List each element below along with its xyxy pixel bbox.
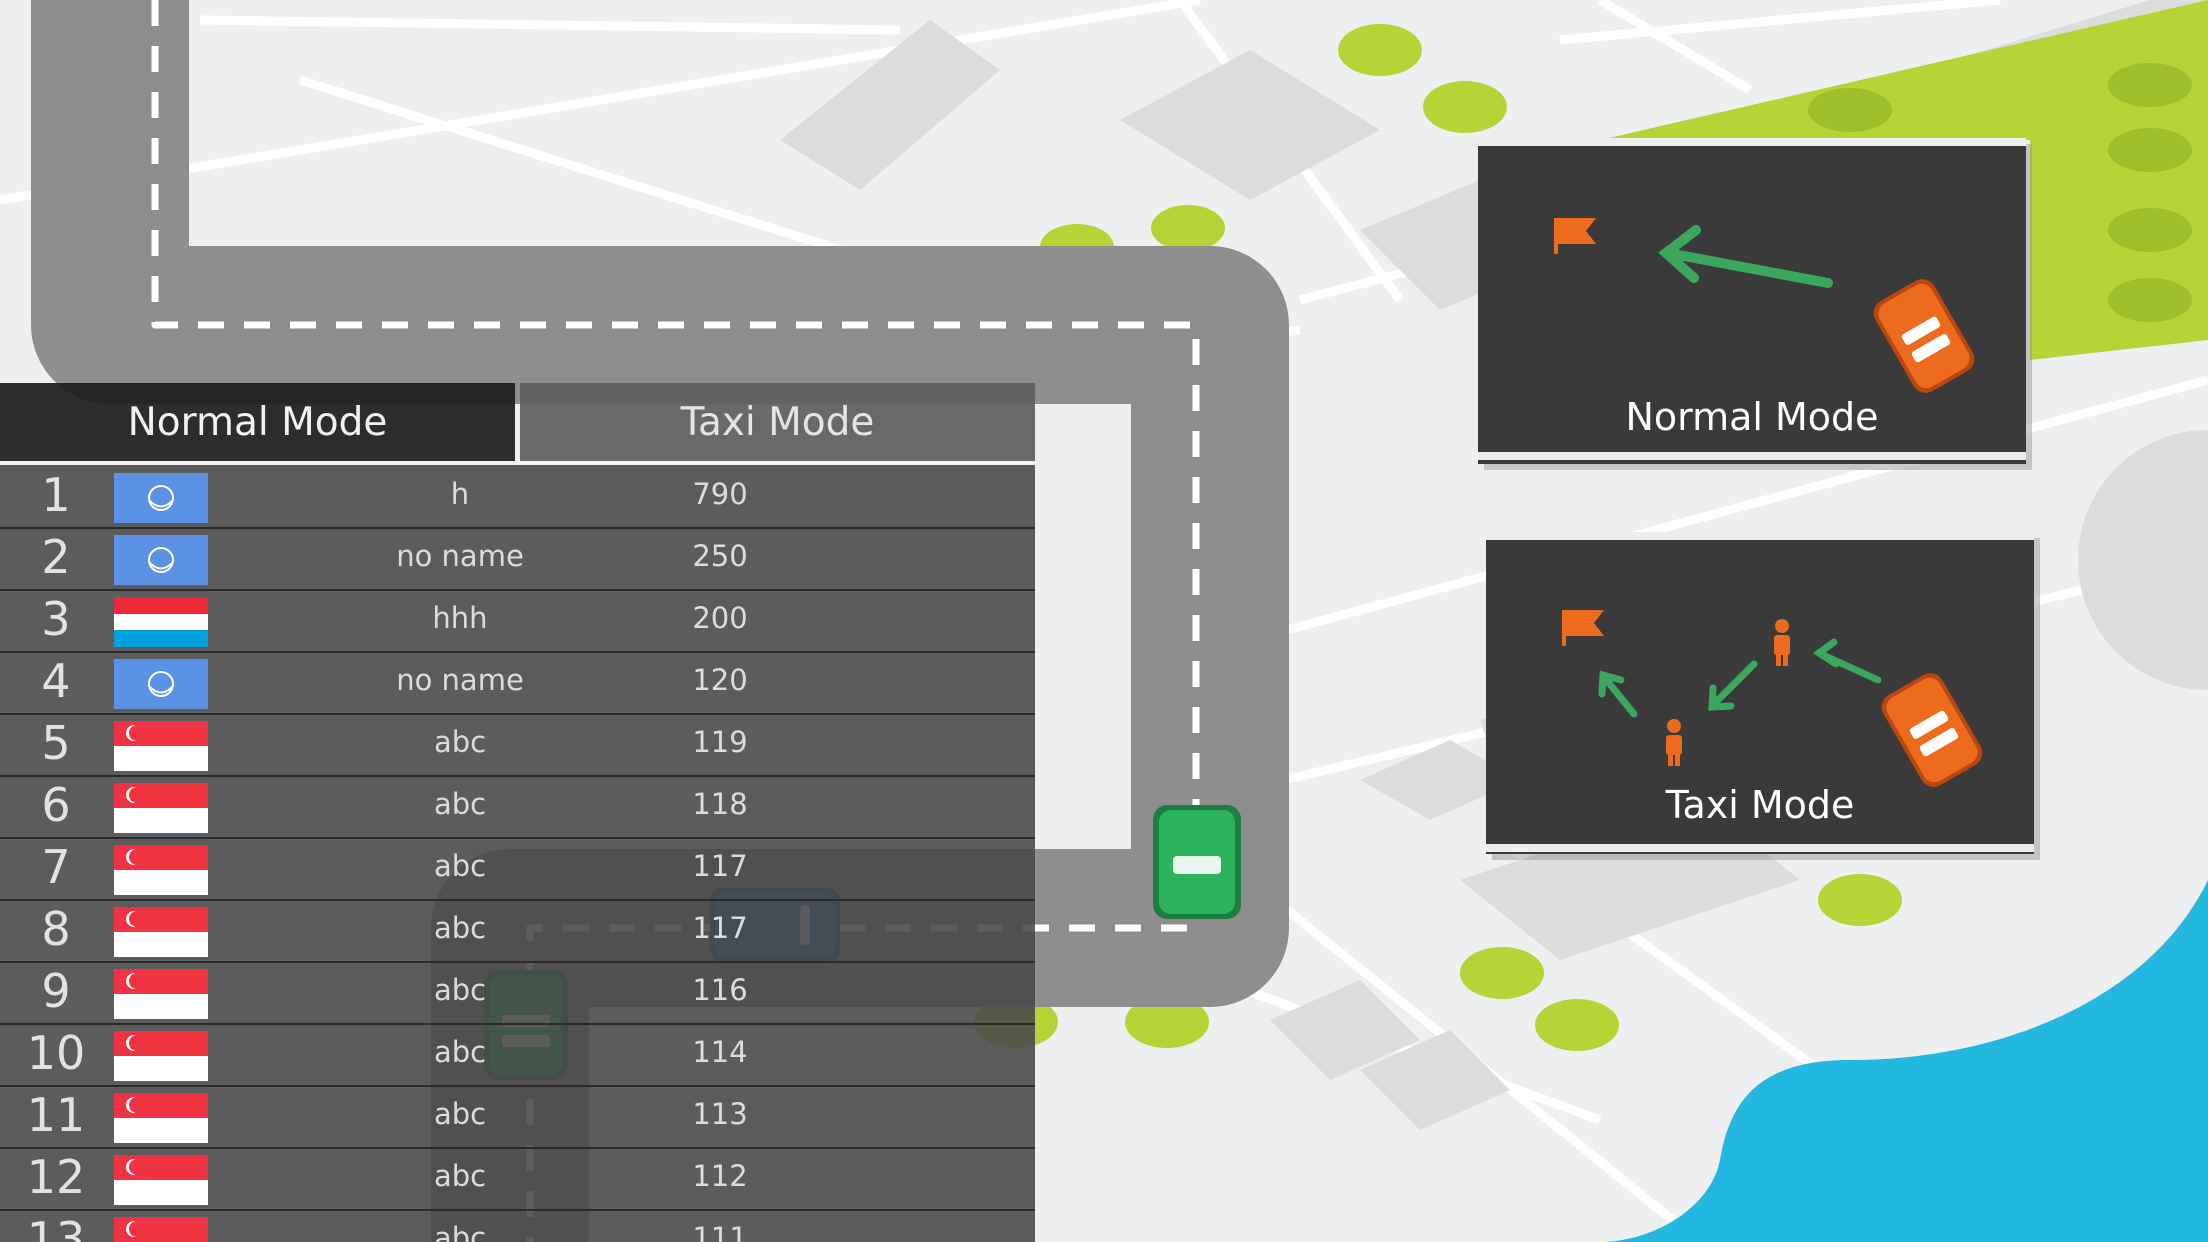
rank-number: 12 xyxy=(26,1150,86,1204)
flag-icon xyxy=(1554,218,1596,254)
country-flag-icon xyxy=(114,969,208,1019)
country-flag-icon xyxy=(114,783,208,833)
rank-number: 10 xyxy=(26,1026,86,1080)
leaderboard-row: 1 h 790 xyxy=(0,465,1035,529)
player-name: abc xyxy=(433,1035,487,1069)
orange-car-icon xyxy=(1881,673,1983,787)
player-name: abc xyxy=(433,1159,487,1193)
rank-number: 5 xyxy=(41,716,71,770)
leaderboard-row: 6 abc 118 xyxy=(0,775,1035,839)
country-flag-icon xyxy=(114,473,208,523)
rank-number: 9 xyxy=(41,964,71,1018)
player-score: 250 xyxy=(692,539,748,573)
player-score: 116 xyxy=(692,973,748,1007)
country-flag-icon xyxy=(114,907,208,957)
country-flag-icon xyxy=(114,659,208,709)
player-score: 114 xyxy=(692,1035,748,1069)
player-score: 112 xyxy=(692,1159,748,1193)
country-flag-icon xyxy=(114,1031,208,1081)
player-name: abc xyxy=(433,911,487,945)
flag-icon xyxy=(1562,610,1604,646)
arrow-icon xyxy=(1598,638,1882,718)
player-score: 111 xyxy=(692,1221,748,1242)
player-name: abc xyxy=(433,787,487,821)
player-name: h xyxy=(450,477,470,511)
rank-number: 3 xyxy=(41,592,71,646)
leaderboard-row: 13 abc 111 xyxy=(0,1209,1035,1242)
country-flag-icon xyxy=(114,535,208,585)
player-score: 117 xyxy=(692,849,748,883)
country-flag-icon xyxy=(114,1155,208,1205)
rank-number: 1 xyxy=(41,468,71,522)
player-score: 120 xyxy=(692,663,748,697)
player-score: 117 xyxy=(692,911,748,945)
rank-number: 8 xyxy=(41,902,71,956)
rank-number: 6 xyxy=(41,778,71,832)
player-name: abc xyxy=(433,973,487,1007)
leaderboard-row: 11 abc 113 xyxy=(0,1085,1035,1149)
leaderboard-row: 2 no name 250 xyxy=(0,527,1035,591)
country-flag-icon xyxy=(114,1093,208,1143)
rank-number: 13 xyxy=(26,1212,86,1242)
player-name: abc xyxy=(433,1097,487,1131)
leaderboard-row: 10 abc 114 xyxy=(0,1023,1035,1087)
arrow-icon xyxy=(1658,225,1833,288)
passenger-icon xyxy=(1774,619,1790,666)
rank-number: 4 xyxy=(41,654,71,708)
player-name: abc xyxy=(433,725,487,759)
leaderboard-row: 3 hhh 200 xyxy=(0,589,1035,653)
tab-normal-mode[interactable]: Normal Mode xyxy=(0,383,515,461)
leaderboard: Normal Mode Taxi Mode 1 h 790 2 no name 250 3 h… xyxy=(0,383,1035,1242)
player-name: no name xyxy=(396,663,524,697)
player-score: 119 xyxy=(692,725,748,759)
player-car-icon xyxy=(1153,805,1241,919)
leaderboard-row: 5 abc 119 xyxy=(0,713,1035,777)
player-name: abc xyxy=(433,849,487,883)
orange-car-icon xyxy=(1873,279,1975,393)
taxi-mode-panel: Taxi Mode xyxy=(1486,532,2040,860)
tab-underline xyxy=(0,461,1035,465)
player-name: no name xyxy=(396,539,524,573)
taxi-mode-caption: Taxi Mode xyxy=(1665,783,1855,827)
roundabout xyxy=(2078,430,2208,690)
country-flag-icon xyxy=(114,597,208,647)
player-score: 113 xyxy=(692,1097,748,1131)
passenger-icon xyxy=(1666,719,1682,766)
rank-number: 2 xyxy=(41,530,71,584)
water-area xyxy=(1600,880,2208,1242)
player-name: abc xyxy=(433,1221,487,1242)
normal-mode-panel: Normal Mode xyxy=(1478,138,2032,470)
leaderboard-row: 9 abc 116 xyxy=(0,961,1035,1025)
normal-mode-caption: Normal Mode xyxy=(1625,395,1878,439)
leaderboard-row: 8 abc 117 xyxy=(0,899,1035,963)
country-flag-icon xyxy=(114,845,208,895)
country-flag-icon xyxy=(114,1217,208,1242)
tab-taxi-mode[interactable]: Taxi Mode xyxy=(520,383,1035,461)
park-trees xyxy=(1808,63,2192,322)
player-score: 118 xyxy=(692,787,748,821)
country-flag-icon xyxy=(114,721,208,771)
player-name: hhh xyxy=(432,601,488,635)
leaderboard-row: 12 abc 112 xyxy=(0,1147,1035,1211)
leaderboard-row: 4 no name 120 xyxy=(0,651,1035,715)
rank-number: 7 xyxy=(41,840,71,894)
leaderboard-row: 7 abc 117 xyxy=(0,837,1035,901)
player-score: 200 xyxy=(692,601,748,635)
player-score: 790 xyxy=(692,477,748,511)
grass-area xyxy=(1600,0,2208,360)
rank-number: 11 xyxy=(26,1088,86,1142)
